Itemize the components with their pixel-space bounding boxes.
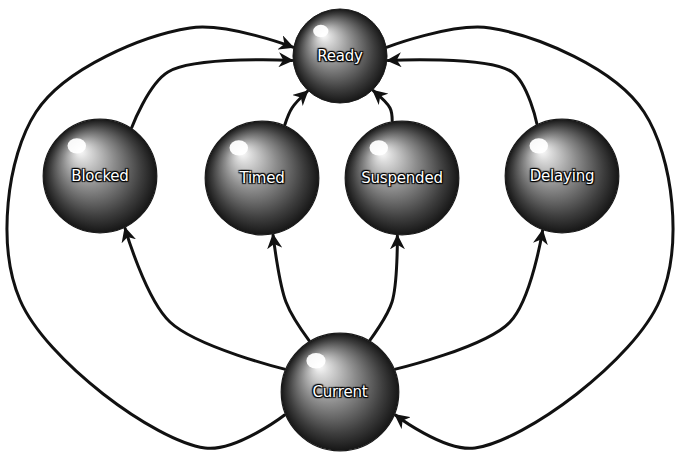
sphere-body: [205, 121, 319, 235]
state-sphere: Suspended: [344, 120, 460, 236]
transition-arrow: [387, 27, 673, 448]
label-group: Delaying: [530, 167, 595, 185]
label-group: Ready: [317, 47, 363, 65]
label-group: Suspended: [361, 169, 443, 187]
sphere-highlight: [306, 353, 325, 369]
sphere-body: [281, 333, 399, 451]
transition-arrow: [370, 236, 397, 340]
state-label: Blocked: [71, 167, 128, 185]
state-sphere: Ready: [292, 8, 388, 104]
state-sphere: Timed: [204, 120, 320, 236]
sphere-highlight: [313, 25, 328, 37]
state-label: Suspended: [361, 169, 443, 187]
sphere-body: [43, 119, 157, 233]
state-label: Delaying: [530, 167, 595, 185]
label-group: Current: [313, 383, 368, 401]
sphere-body: [505, 119, 619, 233]
sphere-body: [293, 9, 387, 103]
state-label: Timed: [239, 169, 284, 187]
label-group: Timed: [239, 169, 284, 187]
label-group: Blocked: [71, 167, 128, 185]
state-sphere: Delaying: [504, 118, 620, 234]
transition-arrow: [285, 91, 308, 124]
sphere-highlight: [230, 140, 249, 155]
state-label: Ready: [317, 47, 363, 65]
sphere-highlight: [370, 140, 389, 155]
transition-arrow: [273, 235, 309, 341]
state-sphere: Current: [280, 332, 400, 452]
sphere-highlight: [530, 138, 549, 153]
transition-arrow: [373, 91, 392, 121]
transition-arrow: [132, 60, 292, 128]
transition-arrow: [7, 27, 293, 448]
sphere-body: [345, 121, 459, 235]
state-sphere: Blocked: [42, 118, 158, 234]
transition-arrow: [388, 60, 537, 124]
transition-arrow: [125, 228, 284, 369]
transition-arrow: [395, 231, 542, 370]
state-label: Current: [313, 383, 368, 401]
sphere-highlight: [68, 138, 87, 153]
